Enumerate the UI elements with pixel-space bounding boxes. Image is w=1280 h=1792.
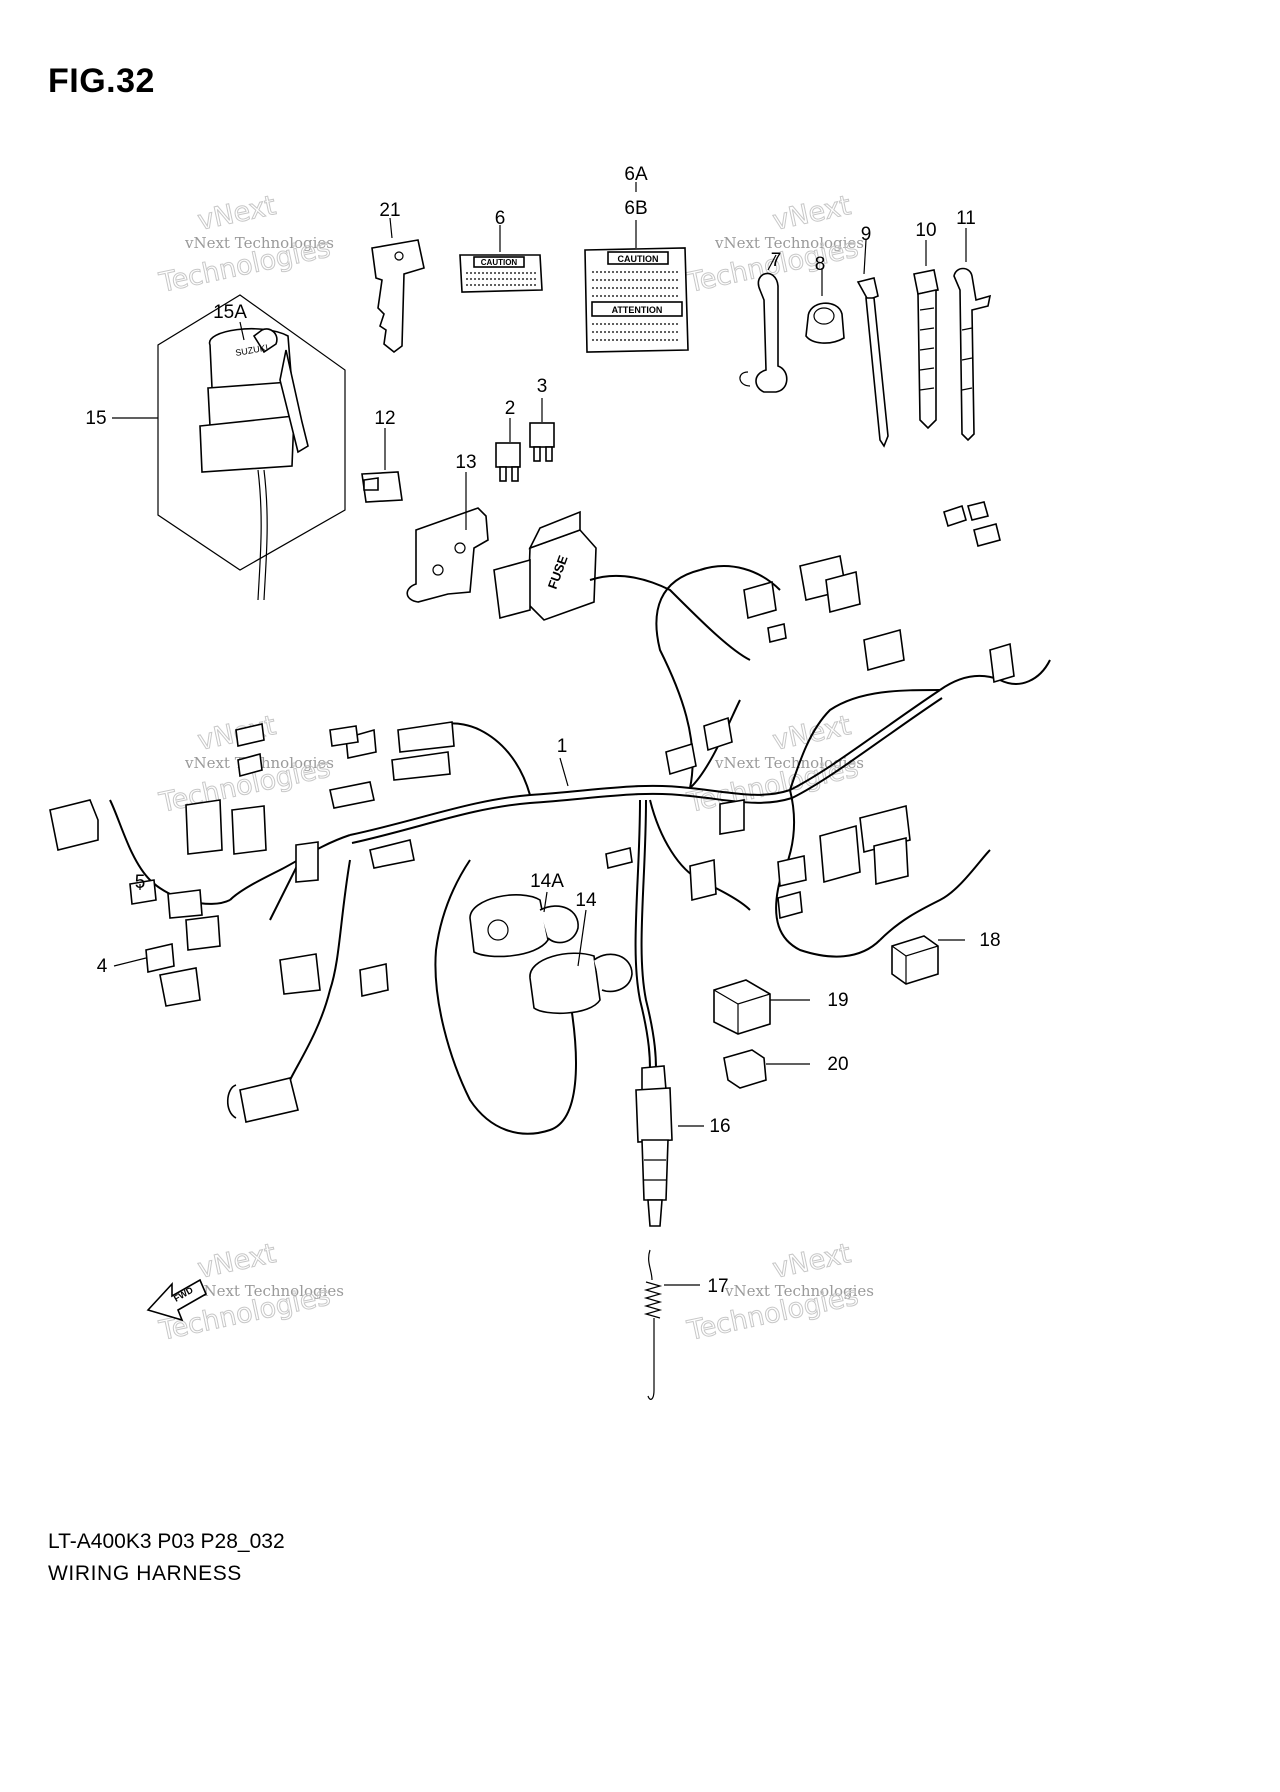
part-15-ignition-switch: SUZUKI <box>157 294 346 601</box>
callout-14a: 14A <box>530 871 564 892</box>
part-14a-switch <box>469 894 579 958</box>
part-8-clip <box>805 302 845 344</box>
callout-10: 10 <box>915 220 936 241</box>
figure-name: WIRING HARNESS <box>48 1562 242 1585</box>
part-6-caution-label: CAUTION <box>459 254 543 293</box>
svg-text:vNext Technologies: vNext Technologies <box>714 234 864 252</box>
callout-5: 5 <box>135 872 146 893</box>
callout-3: 3 <box>537 376 548 397</box>
callout-9: 9 <box>861 224 872 245</box>
part-9-cable-tie <box>856 277 889 448</box>
part-3-fuse <box>529 422 555 462</box>
svg-text:CAUTION: CAUTION <box>481 258 518 267</box>
svg-text:vNext: vNext <box>195 1238 279 1285</box>
callout-6a: 6A <box>624 164 648 185</box>
leader-lines <box>112 182 967 1286</box>
svg-text:CAUTION: CAUTION <box>618 254 659 264</box>
callout-16: 16 <box>709 1116 730 1137</box>
callout-14: 14 <box>575 890 597 911</box>
part-10-cable-tie <box>913 269 939 430</box>
part-11-cable-tie <box>953 267 992 442</box>
callout-21: 21 <box>379 200 400 221</box>
callout-20: 20 <box>827 1054 848 1075</box>
callout-2: 2 <box>505 398 516 419</box>
part-7-clamp <box>739 272 788 393</box>
part-12-connector <box>361 471 403 503</box>
callout-12: 12 <box>374 408 395 429</box>
svg-text:vNext: vNext <box>770 1238 854 1285</box>
svg-text:vNext: vNext <box>195 190 279 237</box>
callout-8: 8 <box>815 254 826 275</box>
part-14-switch <box>529 952 633 1015</box>
callout-13: 13 <box>455 452 476 473</box>
part-18-relay <box>891 935 939 985</box>
part-4-connector <box>145 943 175 973</box>
part-21-key <box>371 239 425 354</box>
svg-text:ATTENTION: ATTENTION <box>612 305 663 315</box>
svg-text:vNext Technologies: vNext Technologies <box>724 1282 874 1300</box>
figure-title: FIG.32 <box>48 62 155 100</box>
watermark-top-left: vNext vNext Technologies Technologies <box>156 190 334 300</box>
callout-6: 6 <box>495 208 506 229</box>
part-fuse-box: FUSE <box>493 510 597 621</box>
part-13-bracket <box>406 507 489 603</box>
part-2-fuse <box>495 442 521 482</box>
part-20-bracket <box>723 1049 767 1089</box>
part-19-relay <box>713 979 771 1035</box>
connector-cluster-right <box>605 501 1015 920</box>
callout-18: 18 <box>979 930 1000 951</box>
callout-15a: 15A <box>213 302 247 323</box>
part-5-connector <box>129 879 157 905</box>
callout-11: 11 <box>956 208 976 229</box>
part-16-sensor <box>635 1065 673 1227</box>
part-6b-attention-label: CAUTION ATTENTION <box>584 247 689 353</box>
callout-6b: 6B <box>624 198 647 219</box>
callout-17: 17 <box>707 1276 728 1297</box>
svg-text:vNext: vNext <box>770 190 854 237</box>
callout-4: 4 <box>97 956 108 977</box>
callout-7: 7 <box>771 250 782 271</box>
part-17-spring <box>643 1249 663 1400</box>
connector-cluster-left <box>49 721 455 1123</box>
svg-text:vNext Technologies: vNext Technologies <box>194 1282 344 1300</box>
callout-15: 15 <box>85 408 106 429</box>
callouts: 6A 6B 21 6 9 10 11 7 8 15A 15 3 12 2 13 … <box>85 164 1000 1297</box>
model-code: LT-A400K3 P03 P28_032 <box>48 1530 285 1553</box>
callout-19: 19 <box>827 990 848 1011</box>
callout-1: 1 <box>557 736 568 757</box>
svg-text:vNext Technologies: vNext Technologies <box>184 234 334 252</box>
